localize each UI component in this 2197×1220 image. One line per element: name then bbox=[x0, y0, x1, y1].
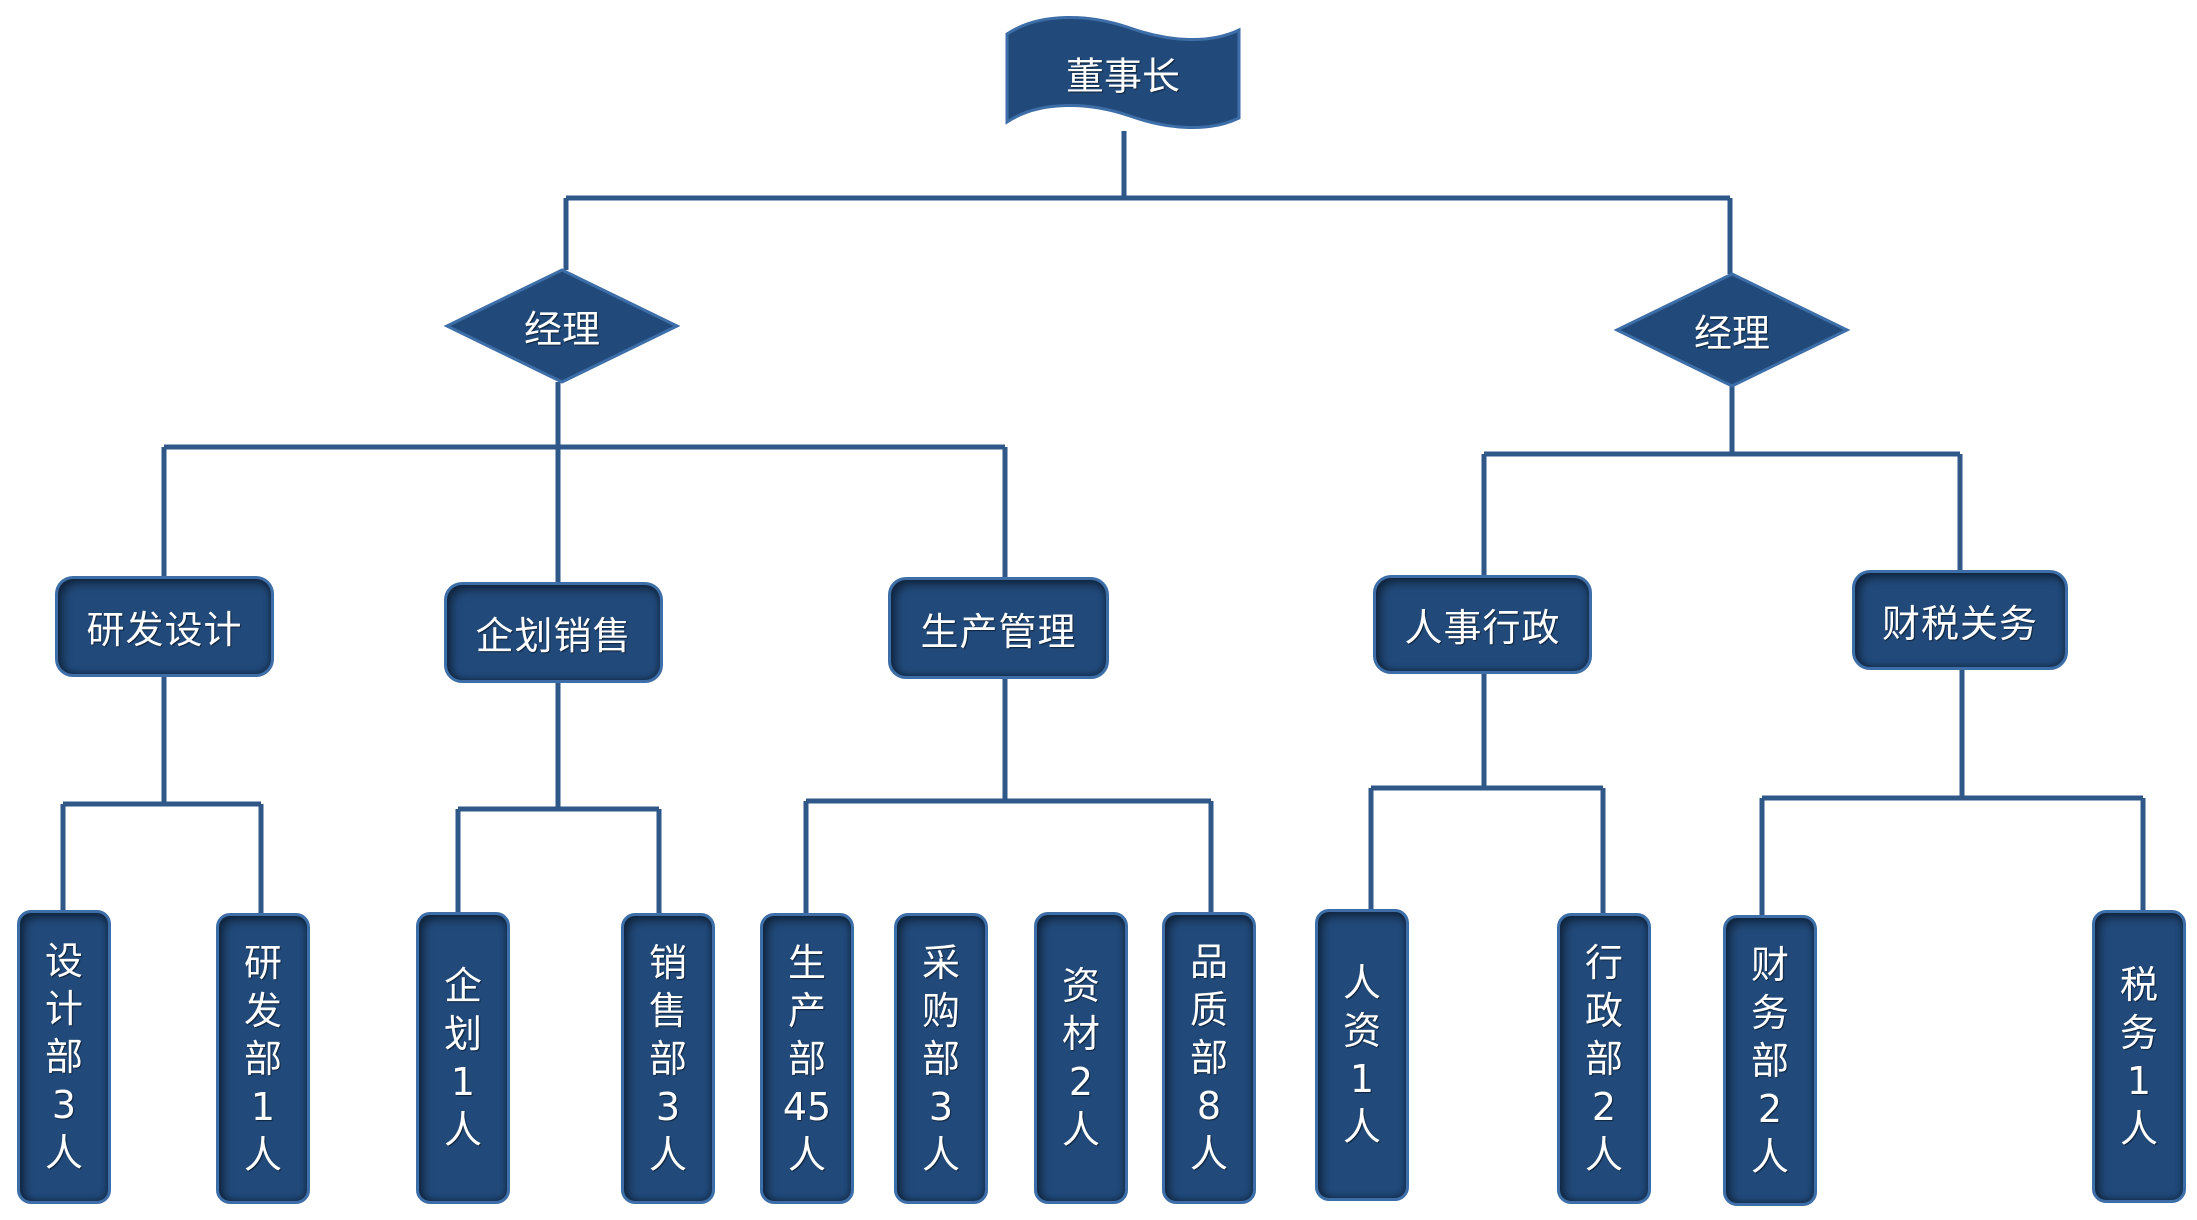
unit-label-char: 务 bbox=[1750, 990, 1789, 1035]
unit-label-char: 人 bbox=[787, 1132, 826, 1177]
unit-label-char: 行 bbox=[1584, 940, 1623, 985]
unit-label-char: 2 bbox=[1757, 1086, 1783, 1131]
unit-label-char: 人 bbox=[921, 1132, 960, 1177]
unit-label-char: 资 bbox=[1061, 964, 1100, 1008]
unit-label-char: 3 bbox=[655, 1084, 681, 1129]
dept-label: 企划销售 bbox=[475, 614, 632, 658]
dept-node-planning-sales[interactable]: 企划销售 bbox=[444, 582, 663, 683]
unit-label-char: 人 bbox=[1061, 1108, 1100, 1152]
dept-node-rd[interactable]: 研发设计 bbox=[55, 576, 274, 677]
unit-label-char: 人 bbox=[1584, 1132, 1623, 1177]
unit-label-char: 1 bbox=[1349, 1057, 1375, 1101]
unit-label-char: 划 bbox=[443, 1012, 482, 1056]
unit-label-char: 人 bbox=[648, 1132, 687, 1177]
unit-label-char: 材 bbox=[1061, 1012, 1100, 1056]
dept-label: 财税关务 bbox=[1881, 601, 2038, 646]
unit-label-char: 企 bbox=[443, 964, 482, 1008]
unit-label-char: 部 bbox=[243, 1036, 282, 1081]
unit-label-char: 部 bbox=[1750, 1038, 1789, 1083]
unit-label-char: 销 bbox=[648, 940, 687, 985]
unit-label-char: 人 bbox=[1189, 1132, 1228, 1176]
unit-label-char: 设 bbox=[44, 939, 83, 983]
unit-label-char: 2 bbox=[1591, 1084, 1617, 1129]
unit-label-char: 部 bbox=[787, 1036, 826, 1081]
dept-label: 研发设计 bbox=[86, 608, 243, 652]
unit-label-char: 人 bbox=[44, 1131, 83, 1175]
dept-node-hr-admin[interactable]: 人事行政 bbox=[1373, 575, 1592, 674]
unit-label-char: 部 bbox=[44, 1035, 83, 1079]
manager-diamond-left[interactable] bbox=[443, 268, 681, 384]
unit-label-char: 人 bbox=[1342, 1105, 1381, 1149]
connector-lines bbox=[60, 131, 2146, 915]
manager-label-right: 经理 bbox=[1693, 311, 1771, 356]
unit-label-char: 部 bbox=[1189, 1036, 1228, 1080]
unit-label-char: 1 bbox=[450, 1060, 476, 1104]
dept-node-finance-tax[interactable]: 财税关务 bbox=[1852, 570, 2068, 670]
dept-label: 人事行政 bbox=[1404, 606, 1561, 650]
unit-label-char: 务 bbox=[2119, 1010, 2158, 1055]
unit-label-char: 部 bbox=[1584, 1036, 1623, 1081]
manager-diamond-right[interactable] bbox=[1613, 272, 1851, 388]
unit-label-char: 生 bbox=[787, 940, 826, 985]
unit-label-char: 财 bbox=[1750, 942, 1789, 987]
unit-label-char: 人 bbox=[2119, 1106, 2158, 1151]
unit-label-char: 品 bbox=[1189, 940, 1228, 984]
unit-label-char: 售 bbox=[648, 988, 687, 1033]
unit-label-char: 3 bbox=[51, 1083, 77, 1127]
root-label: 董事长 bbox=[1065, 54, 1181, 99]
unit-label-char: 研 bbox=[243, 940, 282, 985]
dept-label: 生产管理 bbox=[920, 609, 1077, 654]
unit-label-char: 人 bbox=[1342, 961, 1381, 1005]
manager-label-left: 经理 bbox=[523, 307, 601, 352]
unit-label-char: 人 bbox=[243, 1132, 282, 1177]
unit-label-char: 人 bbox=[1750, 1134, 1789, 1179]
unit-label-char: 3 bbox=[928, 1084, 954, 1129]
unit-label-char: 45 bbox=[782, 1084, 832, 1129]
dept-node-production[interactable]: 生产管理 bbox=[888, 577, 1109, 679]
unit-label-char: 税 bbox=[2119, 962, 2158, 1007]
unit-label-char: 采 bbox=[921, 940, 960, 985]
unit-label-char: 部 bbox=[648, 1036, 687, 1081]
unit-label-char: 产 bbox=[787, 988, 826, 1033]
unit-label-char: 购 bbox=[921, 988, 960, 1033]
unit-label-char: 部 bbox=[921, 1036, 960, 1081]
unit-label-char: 资 bbox=[1342, 1009, 1381, 1053]
unit-label-char: 1 bbox=[250, 1084, 276, 1129]
unit-label-char: 发 bbox=[243, 988, 282, 1033]
unit-label-char: 1 bbox=[2126, 1058, 2152, 1103]
unit-label-char: 人 bbox=[443, 1108, 482, 1152]
unit-label-char: 质 bbox=[1189, 988, 1228, 1032]
root-flag-shape[interactable] bbox=[1005, 16, 1241, 130]
unit-label-char: 2 bbox=[1068, 1060, 1094, 1104]
unit-label-char: 8 bbox=[1196, 1084, 1222, 1128]
unit-label-char: 计 bbox=[44, 987, 83, 1031]
unit-label-char: 政 bbox=[1584, 988, 1623, 1033]
